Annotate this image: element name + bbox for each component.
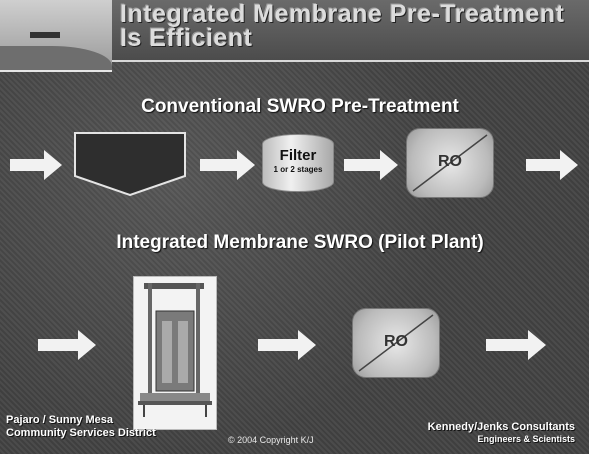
filter-cylinder-icon: Filter 1 or 2 stages [262, 134, 334, 192]
ro-unit-icon: RO [352, 308, 440, 378]
company-logo [0, 0, 112, 72]
ro-label: RO [384, 333, 408, 350]
ro-unit-icon: RO [406, 128, 494, 198]
slide-title: Integrated Membrane Pre-Treatment Is Eff… [120, 0, 565, 52]
title-bar: Integrated Membrane Pre-Treatment Is Eff… [112, 0, 589, 62]
client-line-2: Community Services District [6, 427, 156, 439]
arrow-right-icon [526, 150, 578, 180]
section-heading-integrated: Integrated Membrane SWRO (Pilot Plant) [116, 232, 484, 253]
boat-icon [30, 32, 60, 38]
ro-label: RO [438, 153, 462, 170]
consultant-name: Kennedy/Jenks Consultants Engineers & Sc… [428, 421, 575, 444]
arrow-right-icon [10, 150, 62, 180]
arrow-right-icon [200, 150, 255, 180]
filter-sublabel: 1 or 2 stages [273, 165, 323, 174]
arrow-right-icon [38, 330, 96, 360]
section-heading-conventional: Conventional SWRO Pre-Treatment [141, 96, 459, 117]
pilot-plant-image [133, 276, 217, 430]
pretreatment-basin-icon [74, 132, 186, 196]
arrow-right-icon [344, 150, 398, 180]
copyright-text: © 2004 Copyright K/J [228, 435, 314, 445]
company-name: Kennedy/Jenks Consultants [427, 421, 575, 433]
client-name: Pajaro / Sunny Mesa Community Services D… [6, 414, 156, 440]
company-tagline: Engineers & Scientists [477, 434, 575, 444]
landscape-icon [0, 46, 112, 70]
filter-label: Filter [279, 147, 317, 164]
client-line-1: Pajaro / Sunny Mesa [6, 414, 113, 426]
arrow-right-icon [258, 330, 316, 360]
arrow-right-icon [486, 330, 546, 360]
